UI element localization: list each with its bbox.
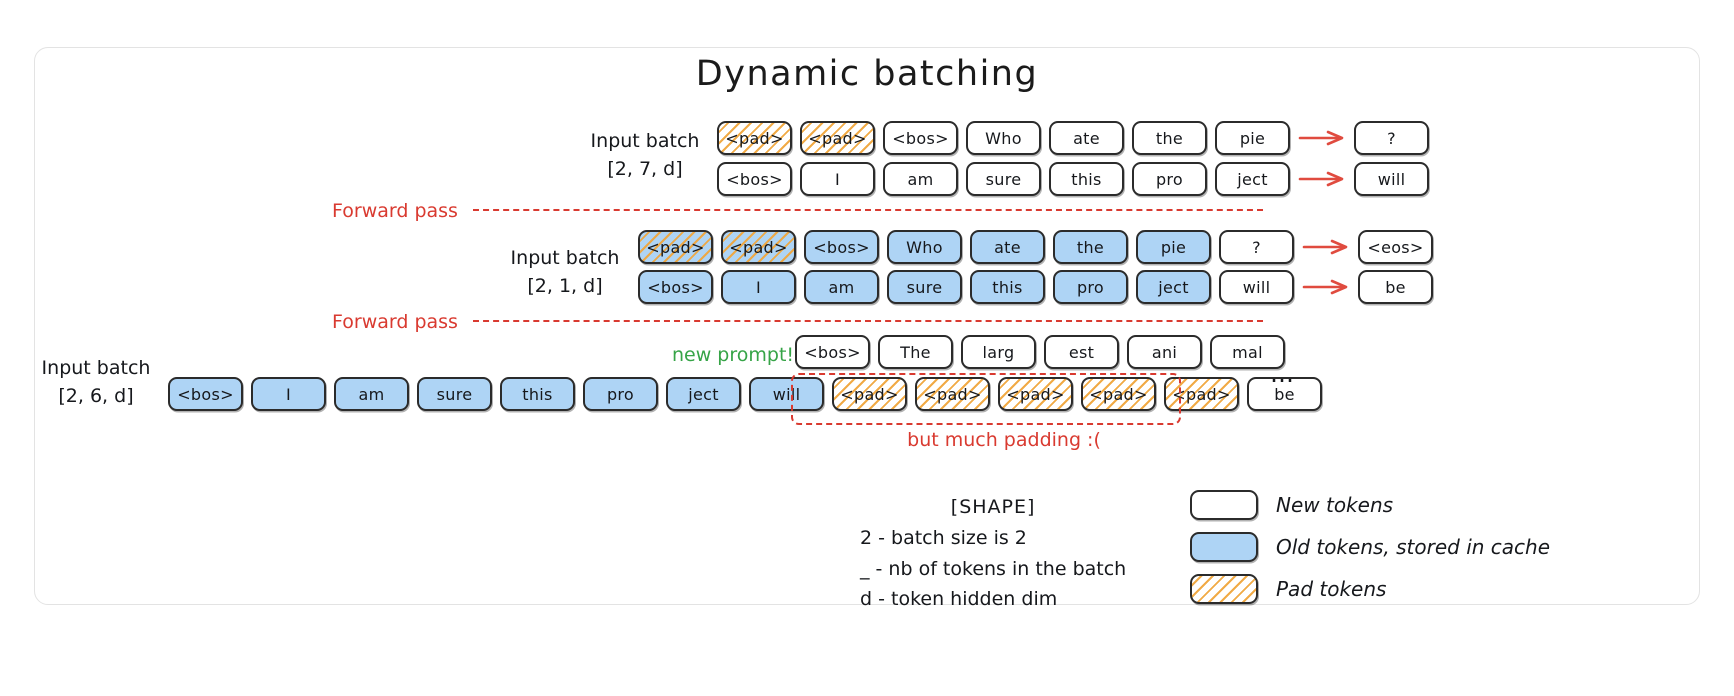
row1-a-token: <pad> [800, 121, 875, 155]
row3-b-token: <pad> [1081, 377, 1156, 411]
shape-legend-header: [SHAPE] [950, 496, 1036, 518]
row1-b-token: pro [1132, 162, 1207, 196]
forward-pass-label-1: Forward pass [332, 200, 458, 222]
row2-b-token: ject [1136, 270, 1211, 304]
row2-b-token: am [804, 270, 879, 304]
row1-b-token: ject [1215, 162, 1290, 196]
shape-legend-line3: d - token hidden dim [860, 588, 1058, 611]
row2-output-b: be [1358, 270, 1433, 304]
row1-b-token: sure [966, 162, 1041, 196]
row3-a-token: ani [1127, 335, 1202, 369]
row2-a-token: <bos> [804, 230, 879, 264]
row3-b-token: <pad> [915, 377, 990, 411]
row1-b-token: this [1049, 162, 1124, 196]
forward-pass-line-2 [473, 320, 1263, 322]
forward-arrow [1302, 279, 1348, 295]
forward-pass-line-1 [473, 209, 1263, 211]
row3-b-token: I [251, 377, 326, 411]
row3-b-token: <pad> [998, 377, 1073, 411]
row2-a-token: pie [1136, 230, 1211, 264]
legend-swatch-pad [1190, 574, 1258, 604]
row3-b-token: <pad> [1164, 377, 1239, 411]
row2-batch-label: Input batch [2, 1, d] [511, 245, 620, 300]
row3-b-token: be [1247, 377, 1322, 411]
row2-b-token: pro [1053, 270, 1128, 304]
row1-a-token: the [1132, 121, 1207, 155]
row1-a-token: <pad> [717, 121, 792, 155]
row2-a-token: Who [887, 230, 962, 264]
ellipsis: … [1270, 360, 1296, 388]
legend-row: New tokens [1190, 488, 1550, 522]
legend-swatch-old [1190, 532, 1258, 562]
row3-b-token: ject [666, 377, 741, 411]
row1-batch-label-line1: Input batch [590, 130, 700, 152]
row1-b-token: <bos> [717, 162, 792, 196]
row3-b-token: <pad> [832, 377, 907, 411]
legend-label: Old tokens, stored in cache [1276, 535, 1551, 559]
row1-batch-label: Input batch [2, 7, d] [591, 128, 700, 183]
row1-a-token: <bos> [883, 121, 958, 155]
row3-a-token: larg [961, 335, 1036, 369]
row2-a-token: ate [970, 230, 1045, 264]
row2-a-token: the [1053, 230, 1128, 264]
padding-note: but much padding :( [907, 429, 1101, 451]
row2-a-token: ? [1219, 230, 1294, 264]
row3-b-token: this [500, 377, 575, 411]
row3-a-token: est [1044, 335, 1119, 369]
legend-row: Pad tokens [1190, 572, 1550, 606]
row2-batch-label-line1: Input batch [510, 247, 620, 269]
row1-output-b: will [1354, 162, 1429, 196]
legend-row: Old tokens, stored in cache [1190, 530, 1550, 564]
row1-a-token: pie [1215, 121, 1290, 155]
legend-swatch-new [1190, 490, 1258, 520]
shape-legend-line2: _ - nb of tokens in the batch [860, 557, 1127, 580]
row3-batch-label-line1: Input batch [41, 357, 151, 379]
row2-output-a: <eos> [1358, 230, 1433, 264]
row3-b-token: am [334, 377, 409, 411]
shape-legend-line1: 2 - batch size is 2 [860, 526, 1027, 549]
row1-a-token: ate [1049, 121, 1124, 155]
row3-batch-label: Input batch [2, 6, d] [42, 355, 151, 410]
row2-b-token: <bos> [638, 270, 713, 304]
row2-b-token: I [721, 270, 796, 304]
legend-label: New tokens [1276, 493, 1394, 517]
row2-a-token: <pad> [721, 230, 796, 264]
row3-b-token: <bos> [168, 377, 243, 411]
row2-batch-label-line2: [2, 1, d] [527, 274, 603, 297]
row1-b-token: I [800, 162, 875, 196]
forward-arrow [1298, 130, 1344, 146]
row2-b-token: will [1219, 270, 1294, 304]
row1-output-a: ? [1354, 121, 1429, 155]
new-prompt-note: new prompt! [672, 344, 795, 366]
page-title: Dynamic batching [695, 54, 1039, 94]
forward-arrow [1298, 171, 1344, 187]
row3-b-token: sure [417, 377, 492, 411]
row1-b-token: am [883, 162, 958, 196]
row2-b-token: this [970, 270, 1045, 304]
forward-arrow [1302, 239, 1348, 255]
row3-b-token: will [749, 377, 824, 411]
row3-a-token: The [878, 335, 953, 369]
row3-b-token: pro [583, 377, 658, 411]
row1-batch-label-line2: [2, 7, d] [607, 157, 683, 180]
row3-batch-label-line2: [2, 6, d] [58, 384, 134, 407]
row2-b-token: sure [887, 270, 962, 304]
shape-legend: [SHAPE] 2 - batch size is 2 _ - nb of to… [860, 492, 1126, 615]
forward-pass-label-2: Forward pass [332, 311, 458, 333]
row1-a-token: Who [966, 121, 1041, 155]
legend-label: Pad tokens [1276, 577, 1387, 601]
row3-a-token: mal [1210, 335, 1285, 369]
row2-a-token: <pad> [638, 230, 713, 264]
row3-a-token: <bos> [795, 335, 870, 369]
